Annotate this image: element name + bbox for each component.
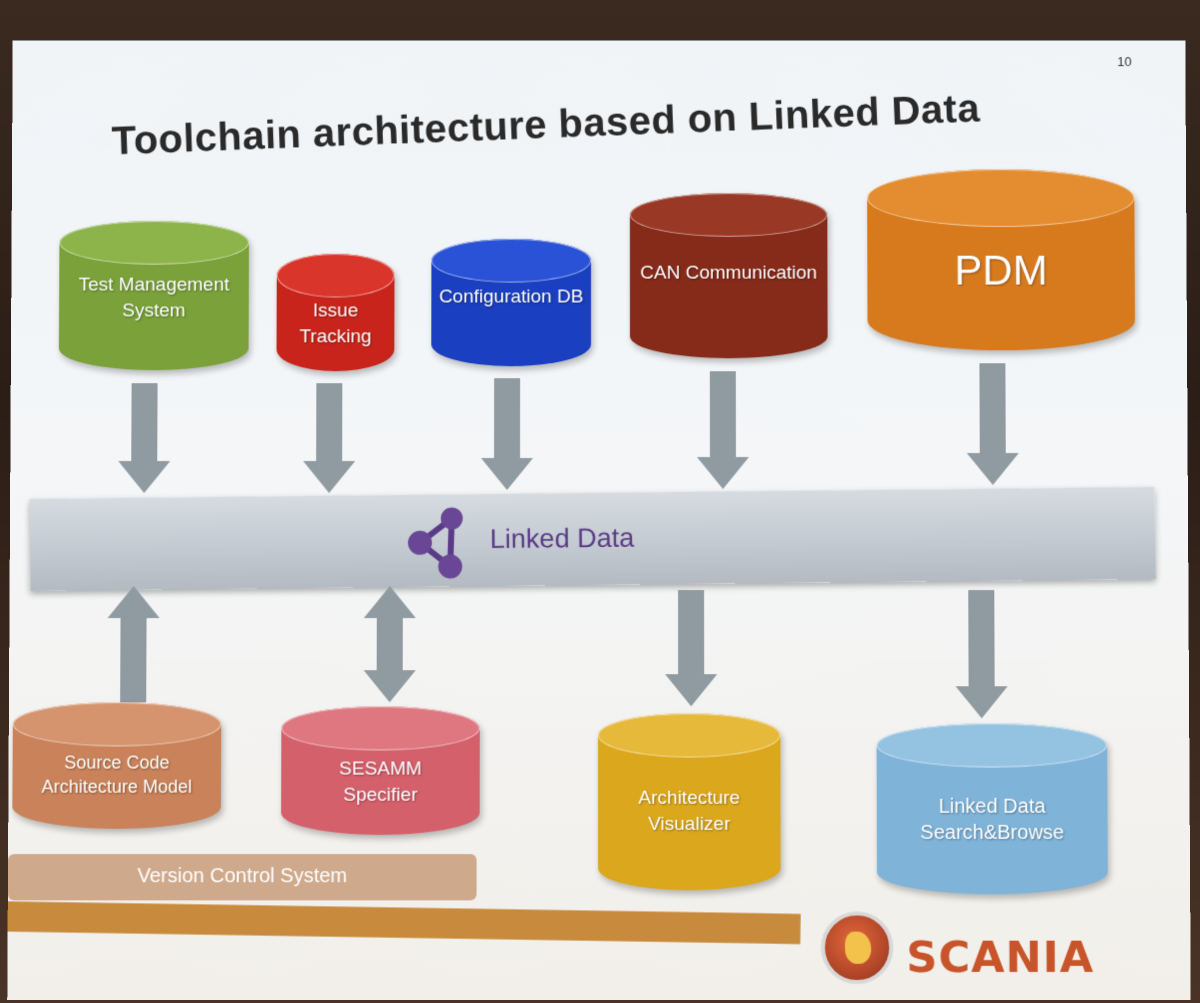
brand-name: SCANIA [906, 932, 1095, 984]
cylinder-label: SESAMM Specifier [339, 758, 422, 806]
cylinder-source-code-architecture-model: Source Code Architecture Model [12, 702, 222, 829]
cylinder-configuration-db: Configuration DB [431, 238, 592, 367]
scania-griffin-icon [820, 911, 894, 985]
cylinder-label: Linked Data Search&Browse [920, 795, 1065, 844]
cylinder-issue-tracking: Issue Tracking [276, 253, 395, 372]
footer-rule [7, 901, 801, 945]
cylinder-label: Test Management System [78, 274, 230, 322]
page-number: 10 [1117, 54, 1132, 70]
linked-data-bar: Linked Data [29, 487, 1156, 591]
cylinder-label: Architecture Visualizer [638, 787, 741, 835]
version-control-label: Version Control System [137, 865, 348, 888]
cylinder-label: CAN Communication [640, 262, 818, 284]
version-control-bar: Version Control System [7, 854, 477, 901]
cylinder-label: PDM [954, 246, 1048, 294]
linked-data-label: Linked Data [489, 522, 635, 555]
cylinder-label: Source Code Architecture Model [41, 752, 193, 797]
slide: 10 Toolchain architecture based on Linke… [7, 40, 1191, 1001]
cylinder-architecture-visualizer: Architecture Visualizer [597, 713, 781, 891]
linked-data-graph-icon [407, 507, 463, 579]
cylinder-label: Issue Tracking [299, 300, 372, 348]
cylinder-test-management-system: Test Management System [58, 220, 250, 371]
cylinder-label: Configuration DB [438, 286, 584, 308]
slide-title: Toolchain architecture based on Linked D… [111, 86, 981, 164]
cylinder-linked-data-search-browse: Linked Data Search&Browse [876, 723, 1108, 895]
cylinder-sesamm-specifier: SESAMM Specifier [281, 706, 480, 835]
cylinder-pdm: PDM [867, 169, 1136, 351]
cylinder-can-communication: CAN Communication [629, 193, 828, 359]
